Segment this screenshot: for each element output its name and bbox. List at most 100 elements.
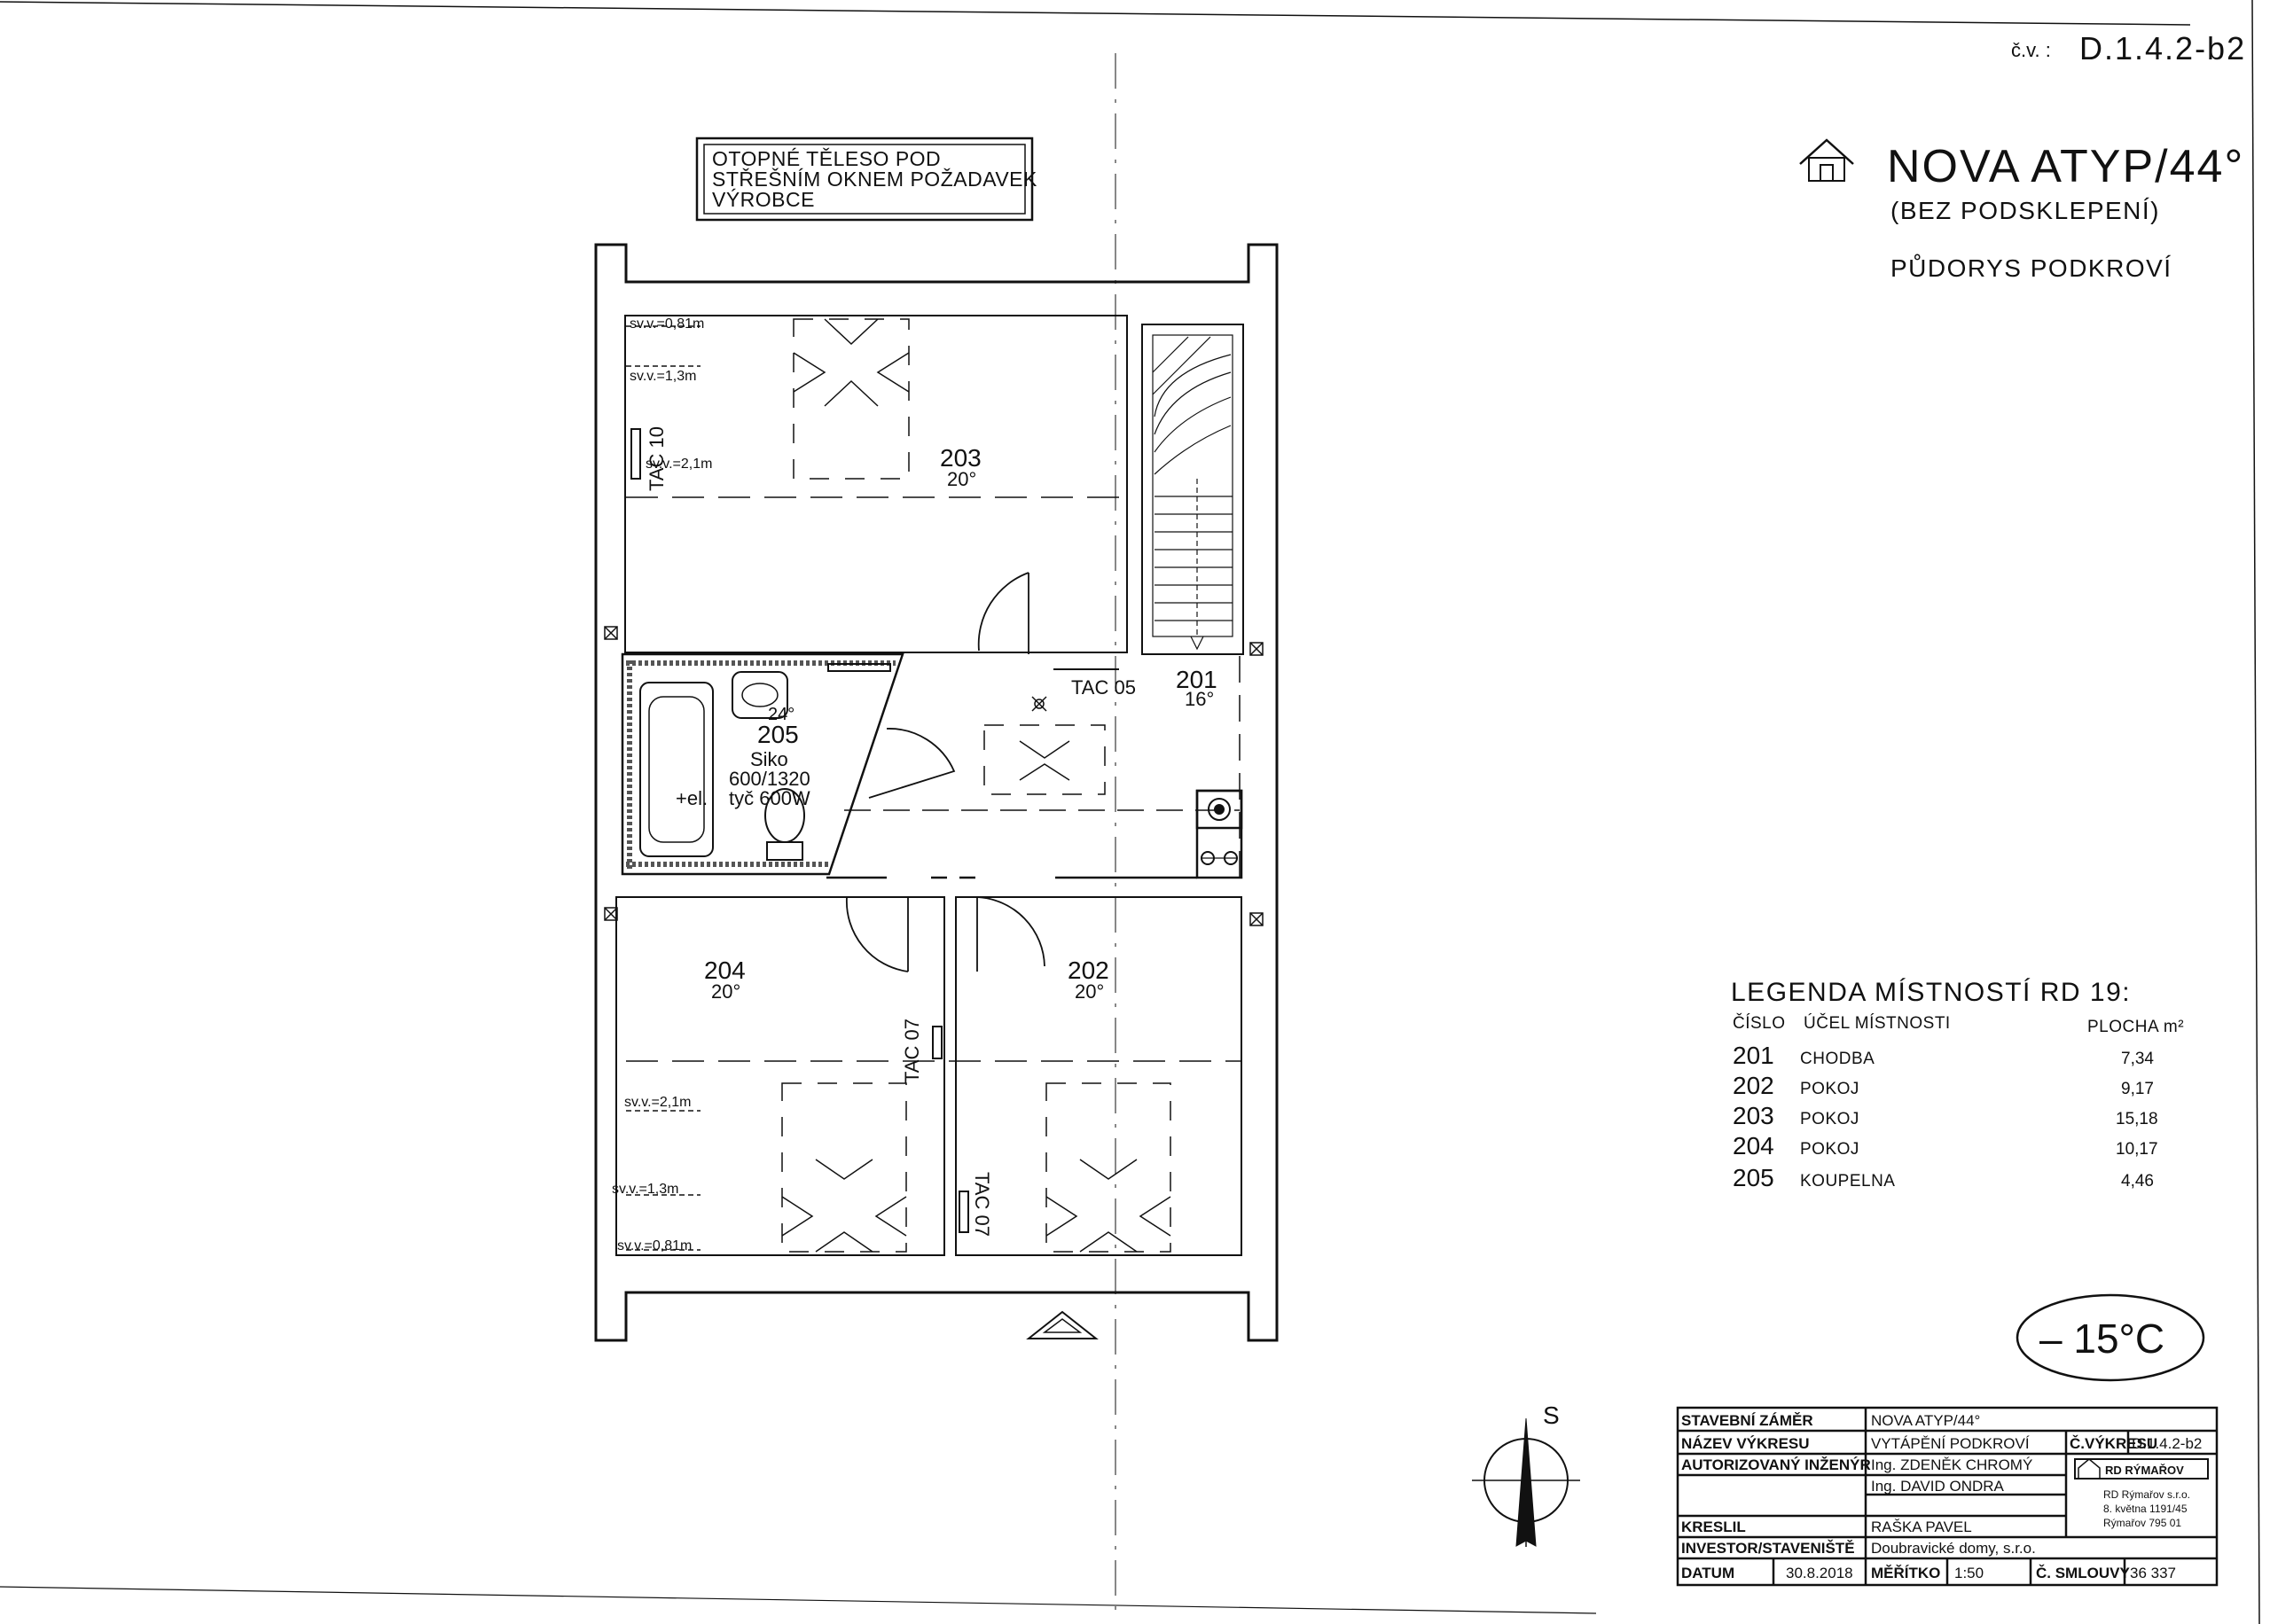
room-204-number: 204 (704, 956, 746, 984)
house-icon (1799, 138, 1854, 182)
legend-row-2-area: 9,17 (2121, 1080, 2154, 1098)
room-202-temp: 20° (1075, 980, 1104, 1003)
legend-row-5-number: 205 (1733, 1164, 1774, 1191)
heater-size: 600/1320 (729, 768, 810, 790)
radiator-label-tac07-202: TAC 07 (971, 1172, 993, 1237)
roof-window-203 (793, 318, 910, 480)
tb-label-scale: MĚŘÍTKO (1871, 1565, 1940, 1581)
company-street: 8. května 1191/45 (2103, 1503, 2188, 1515)
radiator-tac10 (630, 428, 641, 480)
room-204-outline (615, 896, 945, 1256)
room-205-temp: 24° (768, 705, 794, 724)
legend-heading: LEGENDA MÍSTNOSTÍ RD 19: (1731, 978, 2131, 1007)
tb-value-scale: 1:50 (1954, 1565, 1984, 1581)
tb-value-date: 30.8.2018 (1786, 1565, 1853, 1581)
tb-value-contract: 36 337 (2130, 1565, 2176, 1581)
tb-label-drawn-by: KRESLIL (1681, 1519, 1746, 1535)
legend-row-1-use: CHODBA (1800, 1050, 1875, 1068)
note-box (695, 137, 1034, 222)
height-label-13-top: sv.v.=1,3m (630, 369, 696, 384)
height-label-21-top: sv.v.=2,1m (646, 457, 712, 472)
room-204-temp: 20° (711, 980, 740, 1003)
legend-row-2-number: 202 (1733, 1072, 1774, 1099)
legend-row-1-number: 201 (1733, 1042, 1774, 1069)
title-block-frame (1676, 1406, 2219, 1587)
height-label-081-top: sv.v.=0,81m (630, 316, 704, 332)
tb-value-investor: Doubravické domy, s.r.o. (1871, 1540, 2036, 1557)
sheet-number-prefix: č.v. : (2011, 39, 2051, 61)
project-title: NOVA ATYP/44° (1887, 141, 2245, 192)
height-label-081-bottom: sv.v.=0,81m (617, 1238, 692, 1253)
company-logo-box (2074, 1458, 2209, 1480)
window-markers (604, 626, 1264, 926)
north-label: S (1543, 1401, 1560, 1429)
legend-row: 201 CHODBA 7,34 (1733, 1042, 2154, 1069)
heater-brand: Siko (750, 748, 788, 770)
chimney (1195, 789, 1243, 879)
legend-row-4-number: 204 (1733, 1132, 1774, 1159)
legend-row-3-use: POKOJ (1800, 1110, 1859, 1128)
bathtub (639, 682, 714, 857)
project-subtitle: (BEZ PODSKLEPENÍ) (1890, 197, 2161, 224)
legend-row-5-area: 4,46 (2121, 1172, 2154, 1191)
company-name: RD Rýmařov s.r.o. (2103, 1488, 2190, 1501)
tb-label-project: STAVEBNÍ ZÁMĚR (1681, 1412, 1813, 1429)
north-arrow-icon (1472, 1417, 1580, 1547)
room-203-number: 203 (940, 444, 982, 472)
legend-row-3-number: 203 (1733, 1102, 1774, 1129)
tb-value-drawing-number: D.1.4.2-b2 (2132, 1435, 2202, 1452)
heater-rod: tyč 600W (729, 787, 810, 809)
note-line-1: OTOPNÉ TĚLESO POD (712, 147, 941, 170)
room-201-number: 201 (1176, 666, 1217, 693)
tb-label-drawing-name: NÁZEV VÝKRESU (1681, 1435, 1810, 1452)
company-logo-text: RD RÝMAŘOV (2105, 1464, 2184, 1477)
washbasin (732, 671, 788, 719)
legend-row-4-use: POKOJ (1800, 1140, 1859, 1159)
legend-col-area: PLOCHA m² (2087, 1018, 2184, 1036)
legend-row: 205 KOUPELNA 4,46 (1733, 1164, 2154, 1191)
tb-value-engineer-2: Ing. DAVID ONDRA (1871, 1478, 2005, 1495)
note-line-2: STŘEŠNÍM OKNEM POŽADAVEK (712, 167, 1037, 191)
outer-wall (594, 243, 1279, 1342)
bathroom-outline (621, 652, 904, 876)
note-line-3: VÝROBCE (712, 188, 815, 211)
legend-row-3-area: 15,18 (2116, 1110, 2158, 1128)
outdoor-temperature: – 15°C (2039, 1316, 2164, 1362)
legend-row-1-area: 7,34 (2121, 1050, 2154, 1068)
tb-value-engineer-1: Ing. ZDENĚK CHROMÝ (1871, 1456, 2032, 1473)
roof-window-202 (1045, 1082, 1171, 1253)
height-label-13-bottom: sv.v.=1,3m (612, 1182, 678, 1197)
legend-row-4-area: 10,17 (2116, 1140, 2158, 1159)
tb-label-investor: INVESTOR/STAVENIŠTĚ (1681, 1540, 1855, 1557)
company-city: Rýmařov 795 01 (2103, 1517, 2181, 1529)
tb-value-drawn-by: RAŠKA PAVEL (1871, 1519, 1972, 1535)
legend-row-2-use: POKOJ (1800, 1080, 1859, 1098)
tb-label-drawing-number: Č.VÝKRESU (2070, 1435, 2157, 1452)
radiator-tac07-204 (932, 1026, 943, 1059)
towel-rail (827, 663, 891, 672)
entrance-marker (1026, 1310, 1099, 1339)
tb-label-engineer: AUTORIZOVANÝ INŽENÝR (1681, 1456, 1871, 1473)
legend-row: 204 POKOJ 10,17 (1733, 1132, 2158, 1159)
legend-row-5-use: KOUPELNA (1800, 1172, 1895, 1191)
radiator-tac07-202 (959, 1191, 969, 1233)
radiator-label-tac10: TAC 10 (646, 426, 668, 491)
legend-col-number: ČÍSLO (1733, 1013, 1786, 1033)
tb-label-contract: Č. SMLOUVY (2036, 1565, 2130, 1581)
room-205-number: 205 (757, 721, 799, 748)
room-202-number: 202 (1068, 956, 1109, 984)
radiator-label-tac07-204: TAC 07 (901, 1019, 923, 1083)
legend-row: 203 POKOJ 15,18 (1733, 1102, 2158, 1129)
staircase (1141, 324, 1244, 655)
roof-window-201 (983, 724, 1106, 795)
radiator-label-tac05: TAC 05 (1071, 676, 1136, 699)
tb-value-project: NOVA ATYP/44° (1871, 1412, 1980, 1429)
plan-name: PŮDORYS PODKROVÍ (1890, 254, 2172, 282)
stair-treads (1152, 336, 1233, 651)
room-201-temp: 16° (1185, 688, 1214, 710)
tb-label-date: DATUM (1681, 1565, 1734, 1581)
room-203-temp: 20° (947, 468, 976, 490)
height-label-21-bottom: sv.v.=2,1m (624, 1095, 691, 1110)
